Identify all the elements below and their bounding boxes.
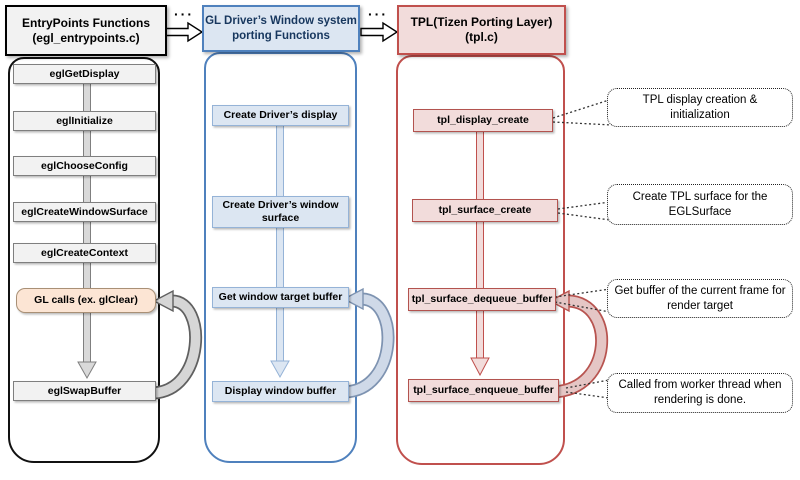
tpl-header: TPL(Tizen Porting Layer) (tpl.c) bbox=[397, 5, 566, 55]
callout-surface-create: Create TPL surface for the EGLSurface bbox=[607, 184, 793, 225]
right-block-arrow-icon bbox=[165, 21, 399, 43]
tpl-header-line2: (tpl.c) bbox=[465, 30, 498, 44]
callout-enqueue-buffer: Called from worker thread when rendering… bbox=[607, 373, 793, 413]
entrypoints-header: EntryPoints Functions (egl_entrypoints.c… bbox=[5, 5, 167, 56]
box-eglInitialize: eglInitialize bbox=[13, 111, 156, 131]
callout-dequeue-buffer: Get buffer of the current frame for rend… bbox=[607, 279, 793, 318]
box-eglCreateContext: eglCreateContext bbox=[13, 243, 156, 263]
entrypoints-header-line1: EntryPoints Functions bbox=[21, 15, 150, 30]
box-tpl-surface-create: tpl_surface_create bbox=[412, 199, 558, 222]
box-gl-calls: GL calls (ex. glClear) bbox=[16, 288, 156, 313]
gl-driver-header-line2: porting Functions bbox=[232, 29, 330, 42]
display-buffer-loop-arrow bbox=[342, 287, 395, 399]
box-create-driver-display: Create Driver’s display bbox=[212, 105, 349, 126]
box-eglGetDisplay: eglGetDisplay bbox=[13, 64, 156, 84]
tpl-header-line1: TPL(Tizen Porting Layer) bbox=[410, 15, 553, 29]
swapbuffer-loop-arrow bbox=[152, 289, 203, 400]
box-get-window-target-buffer: Get window target buffer bbox=[212, 287, 349, 308]
transition-ellipsis: ··· bbox=[174, 6, 194, 22]
gl-driver-header: GL Driver’s Window system porting Functi… bbox=[202, 5, 360, 52]
transition-ellipsis: ··· bbox=[368, 6, 388, 22]
box-eglChooseConfig: eglChooseConfig bbox=[13, 156, 156, 176]
tpl-flow-line bbox=[470, 120, 490, 377]
box-tpl-surface-enqueue-buffer: tpl_surface_enqueue_buffer bbox=[408, 379, 559, 402]
box-eglCreateWindowSurface: eglCreateWindowSurface bbox=[13, 202, 156, 222]
box-create-driver-window-surface: Create Driver’s window surface bbox=[212, 196, 349, 228]
box-tpl-display-create: tpl_display_create bbox=[413, 109, 553, 132]
callout-display-create: TPL display creation & initialization bbox=[607, 88, 793, 127]
box-display-window-buffer: Display window buffer bbox=[212, 381, 349, 402]
enqueue-loop-arrow bbox=[548, 289, 609, 399]
gl-driver-flow-line bbox=[270, 113, 290, 379]
gl-driver-header-line1: GL Driver’s Window system bbox=[205, 15, 357, 28]
box-eglSwapBuffer: eglSwapBuffer bbox=[13, 381, 156, 401]
entrypoints-header-line2: (egl_entrypoints.c) bbox=[32, 30, 140, 45]
box-tpl-surface-dequeue-buffer: tpl_surface_dequeue_buffer bbox=[408, 288, 556, 311]
callout-dotted-links bbox=[552, 98, 613, 399]
